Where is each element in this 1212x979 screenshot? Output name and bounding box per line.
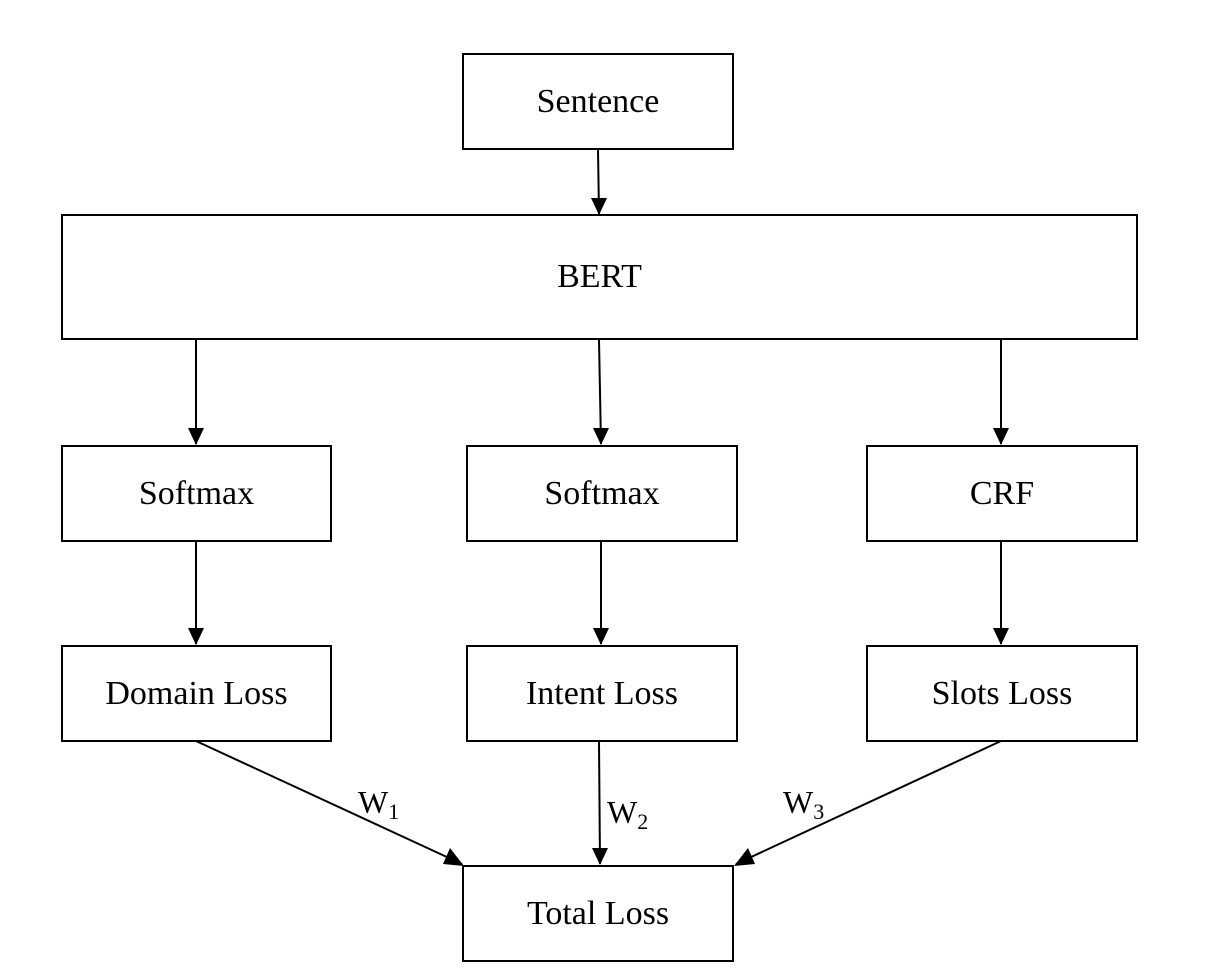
crf-node: CRF bbox=[866, 445, 1138, 542]
arrowhead-bert-to-softmax-domain bbox=[188, 428, 204, 445]
weight-w1-subscript: 1 bbox=[388, 799, 400, 824]
bert-node: BERT bbox=[61, 214, 1138, 340]
slots-loss-node: Slots Loss bbox=[866, 645, 1138, 742]
softmax-intent-node: Softmax bbox=[466, 445, 738, 542]
weight-w2-subscript: 2 bbox=[637, 809, 649, 834]
weight-w1-base: W bbox=[358, 784, 389, 820]
weight-w1-label: W1 bbox=[358, 786, 399, 823]
arrow-slots-loss-to-total-loss bbox=[735, 740, 1002, 865]
softmax-intent-label: Softmax bbox=[544, 474, 660, 512]
sentence-node: Sentence bbox=[462, 53, 734, 150]
domain-loss-label: Domain Loss bbox=[105, 674, 288, 712]
total-loss-node: Total Loss bbox=[462, 865, 734, 962]
weight-w3-label: W3 bbox=[783, 786, 824, 823]
arrow-bert-to-softmax-intent bbox=[598, 339, 602, 445]
arrowhead-crf-to-slots-loss bbox=[993, 628, 1009, 645]
arrowhead-domain-loss-to-total-loss bbox=[443, 848, 464, 866]
arrow-intent-loss-to-total-loss bbox=[598, 741, 601, 865]
intent-loss-label: Intent Loss bbox=[525, 674, 679, 712]
crf-label: CRF bbox=[969, 474, 1035, 512]
softmax-domain-label: Softmax bbox=[138, 474, 255, 512]
sentence-label: Sentence bbox=[536, 82, 660, 120]
arrowhead-intent-loss-to-total-loss bbox=[592, 848, 608, 865]
weight-w2-base: W bbox=[607, 794, 638, 830]
weight-w3-base: W bbox=[783, 784, 814, 820]
arrowhead-softmax-to-intent-loss bbox=[593, 628, 609, 645]
arrowhead-bert-to-softmax-intent bbox=[593, 428, 609, 445]
slots-loss-label: Slots Loss bbox=[931, 674, 1073, 712]
arrow-domain-loss-to-total-loss bbox=[195, 740, 463, 865]
total-loss-label: Total Loss bbox=[526, 894, 670, 932]
weight-w2-label: W2 bbox=[607, 796, 648, 833]
softmax-domain-node: Softmax bbox=[61, 445, 332, 542]
arrowhead-bert-to-crf bbox=[993, 428, 1009, 445]
arrowhead-slots-loss-to-total-loss bbox=[734, 848, 755, 866]
weight-w3-subscript: 3 bbox=[813, 799, 825, 824]
domain-loss-node: Domain Loss bbox=[61, 645, 332, 742]
arrowhead-softmax-to-domain-loss bbox=[188, 628, 204, 645]
intent-loss-node: Intent Loss bbox=[466, 645, 738, 742]
bert-label: BERT bbox=[557, 258, 642, 295]
arrowhead-sentence-to-bert bbox=[591, 198, 607, 215]
